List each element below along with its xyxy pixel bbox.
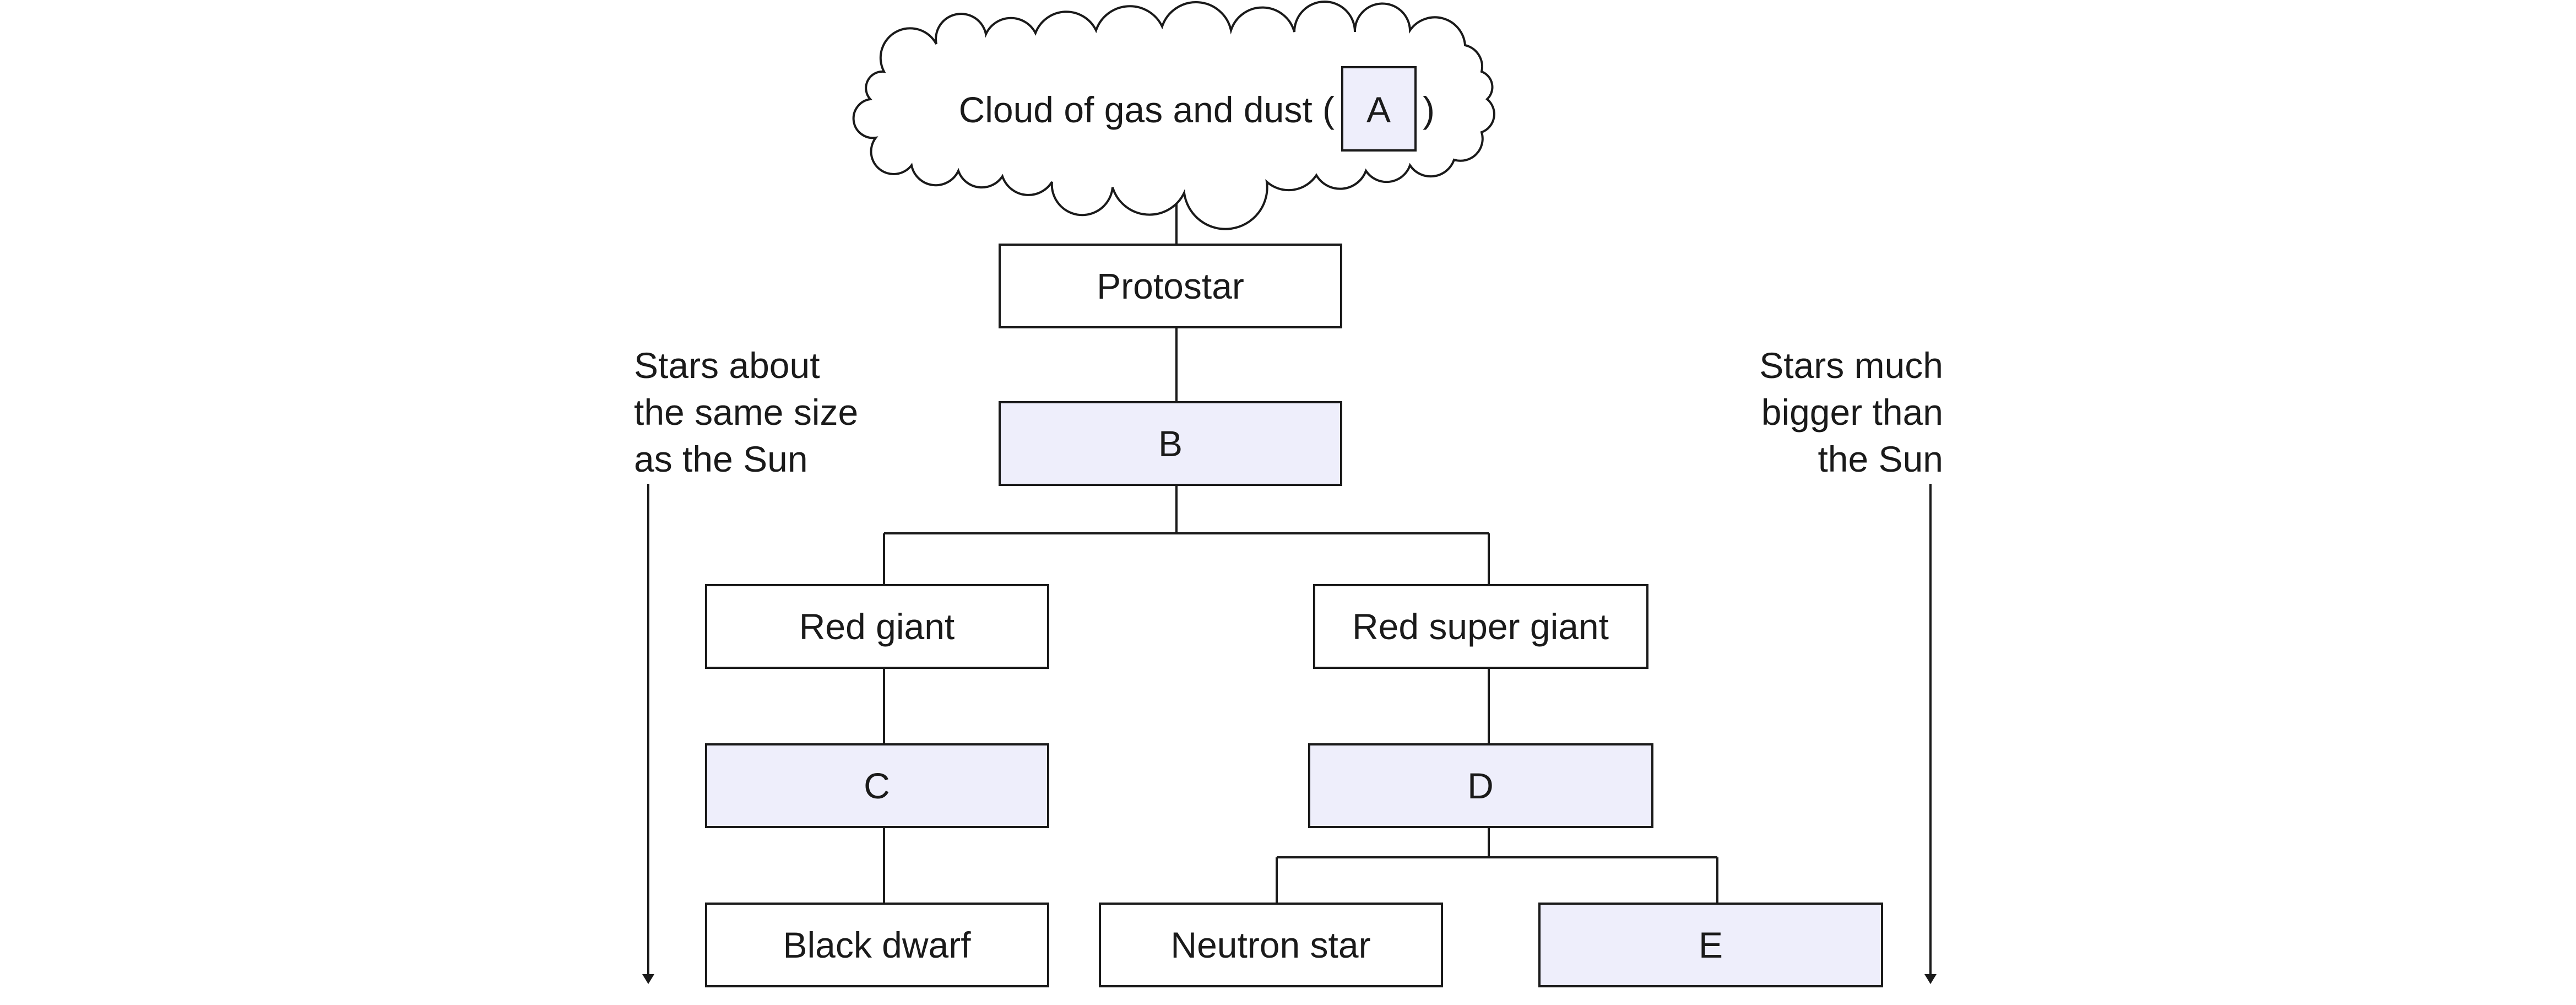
red-super-giant-label: Red super giant	[1352, 606, 1609, 647]
cloud-shape	[852, 1, 1495, 230]
red-super-giant-node: Red super giant	[1313, 584, 1648, 669]
d-node: D	[1308, 743, 1653, 828]
d-box	[1308, 743, 1653, 828]
cloud-unknown-box-a	[1341, 66, 1417, 152]
black-dwarf-box	[705, 903, 1049, 987]
black-dwarf-node: Black dwarf	[705, 903, 1049, 987]
red-giant-box	[705, 584, 1049, 669]
black-dwarf-label: Black dwarf	[783, 925, 971, 965]
b-node: B	[999, 401, 1342, 486]
left-annotation-line-1: Stars about	[634, 345, 820, 386]
left-arrow-head	[642, 974, 654, 984]
right-annotation-line-2: bigger than	[1761, 392, 1943, 433]
protostar-label: Protostar	[1097, 266, 1244, 306]
red-giant-label: Red giant	[799, 606, 955, 647]
left-annotation-line-3: as the Sun	[634, 439, 808, 479]
cloud-node: Cloud of gas and dust ( A )	[852, 1, 1495, 230]
protostar-node: Protostar	[999, 244, 1342, 328]
c-label: C	[864, 765, 890, 806]
neutron-star-box	[1099, 903, 1443, 987]
c-box	[705, 743, 1049, 828]
cloud-label-suffix: )	[1423, 89, 1435, 130]
e-box	[1538, 903, 1883, 987]
right-annotation-line-1: Stars much	[1759, 345, 1943, 386]
connectors	[883, 193, 1718, 904]
neutron-star-node: Neutron star	[1099, 903, 1443, 987]
d-label: D	[1467, 765, 1494, 806]
red-super-giant-box	[1313, 584, 1648, 669]
b-label: B	[1158, 423, 1183, 464]
cloud-label: Cloud of gas and dust (	[959, 89, 1335, 130]
b-box	[999, 401, 1342, 486]
left-annotation: Stars about the same size as the Sun	[634, 345, 858, 984]
neutron-star-label: Neutron star	[1170, 925, 1370, 965]
red-giant-node: Red giant	[705, 584, 1049, 669]
protostar-box	[999, 244, 1342, 328]
right-arrow-head	[1924, 974, 1937, 984]
c-node: C	[705, 743, 1049, 828]
left-annotation-line-2: the same size	[634, 392, 858, 433]
cloud-unknown-label-a: A	[1366, 89, 1391, 130]
e-label: E	[1699, 925, 1723, 965]
right-annotation-line-3: the Sun	[1818, 439, 1943, 479]
e-node: E	[1538, 903, 1883, 987]
right-annotation: Stars much bigger than the Sun	[1759, 345, 1943, 984]
